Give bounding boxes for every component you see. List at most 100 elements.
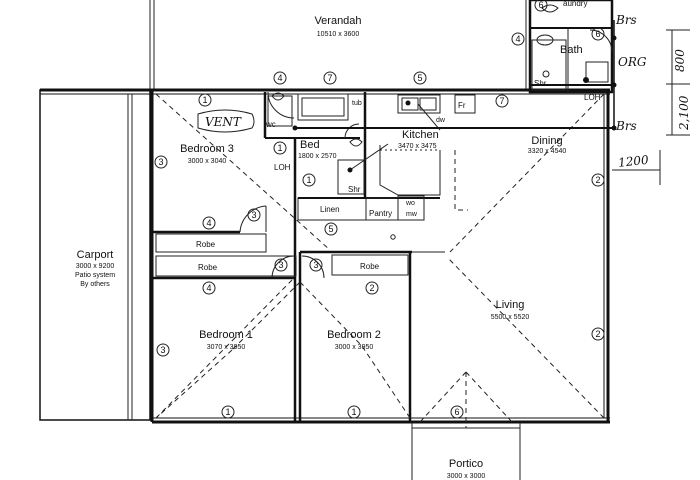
loh-bedroom-label: LOH [274, 163, 291, 172]
dimension-1200: 1200 [617, 153, 649, 170]
marker-portico-6: 6 [450, 405, 464, 419]
living-dims: 5500 x 5520 [491, 314, 530, 321]
svg-text:6: 6 [538, 0, 543, 10]
marker-bed3-ceiling: 1 [198, 93, 212, 107]
wiring-lines [292, 20, 617, 240]
microwave-label: mw [406, 211, 418, 218]
bath-label: Bath [560, 44, 583, 56]
brs-annotation-top: Brs [615, 13, 637, 27]
dining-dims: 3320 x 4540 [528, 148, 567, 155]
svg-text:6: 6 [595, 29, 600, 39]
robe-bed3-label: Robe [196, 240, 216, 249]
pantry-label: Pantry [369, 209, 392, 218]
handwritten-annotations: VENT Brs Brs ORG LOH LOH 800 2,100 1200 [197, 13, 691, 185]
marker-verandah-5: 5 [413, 71, 427, 85]
robe-bed1-label: Robe [198, 263, 218, 272]
fridge-label: Fr [458, 101, 466, 110]
svg-text:1: 1 [306, 175, 311, 185]
svg-text:3: 3 [313, 260, 318, 270]
robe-bed2-label: Robe [360, 262, 380, 271]
svg-text:4: 4 [277, 73, 282, 83]
svg-text:3: 3 [278, 260, 283, 270]
ensuite-dims: 1800 x 2570 [298, 153, 337, 160]
robes: Robe Robe Robe [196, 240, 380, 272]
wall-oven-label: wo [405, 200, 415, 207]
bedroom2-label: Bedroom 2 [327, 329, 381, 341]
kitchen-label: Kitchen [402, 129, 439, 141]
carport-label: Carport [77, 249, 114, 261]
vent-annotation: VENT [205, 115, 242, 129]
portico-dims: 3000 x 3000 [447, 473, 486, 480]
dishwasher-label: dw [436, 117, 446, 124]
svg-text:2: 2 [595, 175, 600, 185]
tub-label: tub [352, 100, 362, 107]
svg-text:4: 4 [206, 283, 211, 293]
portico-area: Portico 3000 x 3000 [411, 371, 521, 480]
linen-label: Linen [320, 205, 340, 214]
svg-text:4: 4 [206, 218, 211, 228]
bedroom1-dims: 3070 x 3950 [207, 344, 246, 351]
laundry-label: aundry [563, 0, 587, 8]
svg-text:7: 7 [327, 73, 332, 83]
svg-text:4: 4 [515, 34, 520, 44]
dining-label: Dining [531, 135, 562, 147]
svg-text:3: 3 [251, 210, 256, 220]
circuit-markers: 6 4 6 4 7 5 7 1 1 1 3 4 3 5 3 3 4 3 1 2 … [154, 0, 605, 419]
verandah-area: Verandah 10510 x 3600 [149, 0, 527, 90]
dimension-800: 800 [673, 49, 687, 72]
marker-verandah-7b: 7 [495, 94, 509, 108]
marker-hall-3b: 3 [309, 258, 323, 272]
svg-text:6: 6 [454, 407, 459, 417]
svg-text:1: 1 [351, 407, 356, 417]
bedroom1-label: Bedroom 1 [199, 329, 253, 341]
bedroom3-dims: 3000 x 3040 [188, 158, 227, 165]
roof-hip-lines [155, 93, 605, 419]
bath-shr-label: Shr [534, 79, 547, 88]
portico-label: Portico [449, 458, 483, 470]
svg-text:1: 1 [277, 143, 282, 153]
svg-text:2: 2 [369, 283, 374, 293]
marker-verandah-7a: 7 [323, 71, 337, 85]
verandah-dims: 10510 x 3600 [317, 31, 360, 38]
svg-text:7: 7 [499, 96, 504, 106]
svg-text:3: 3 [160, 345, 165, 355]
marker-bed1-3: 3 [156, 343, 170, 357]
svg-text:3: 3 [158, 157, 163, 167]
marker-bed3-4: 4 [202, 216, 216, 230]
bedroom3-label: Bedroom 3 [180, 143, 234, 155]
loh-bath-label: LOH [584, 93, 601, 102]
room-labels: Bedroom 3 3000 x 3040 Dining 3320 x 4540… [75, 135, 566, 351]
outer-walls [39, 88, 610, 424]
marker-living-2a: 2 [591, 173, 605, 187]
brs-annotation-mid: Brs [615, 119, 637, 133]
dimension-2100: 2,100 [677, 95, 691, 131]
kitchen-dims: 3470 x 3475 [398, 143, 437, 150]
marker-bed1-1: 1 [221, 405, 235, 419]
marker-lamp-left: 4 [273, 71, 287, 85]
svg-text:5: 5 [328, 224, 333, 234]
marker-bath: 6 [591, 27, 605, 41]
ensuite-shr-label: Shr [348, 185, 361, 194]
carport-dims: 3000 x 9200 [76, 263, 115, 270]
svg-text:5: 5 [417, 73, 422, 83]
marker-laundry-side: 4 [511, 32, 525, 46]
svg-text:2: 2 [595, 329, 600, 339]
marker-ensuite-1a: 1 [273, 141, 287, 155]
carport-note-1: Patio system [75, 272, 115, 279]
marker-bed3-door: 3 [247, 208, 261, 222]
ensuite-fixtures: tub wc Shr Bed 1800 x 2570 [265, 93, 365, 195]
marker-hall-3a: 3 [274, 258, 288, 272]
marker-ensuite-1b: 1 [302, 173, 316, 187]
wet-area-block: aundry Bath Shr [528, 0, 614, 94]
marker-living-2b: 2 [591, 327, 605, 341]
marker-bed3-3: 3 [154, 155, 168, 169]
ensuite-wc-label: wc [265, 120, 276, 129]
verandah-label: Verandah [314, 15, 361, 27]
bedroom2-dims: 3000 x 3950 [335, 344, 374, 351]
living-label: Living [496, 299, 525, 311]
marker-bed1-4: 4 [202, 281, 216, 295]
marker-passage-5: 5 [324, 222, 338, 236]
marker-bed2-2: 2 [365, 281, 379, 295]
svg-text:1: 1 [225, 407, 230, 417]
